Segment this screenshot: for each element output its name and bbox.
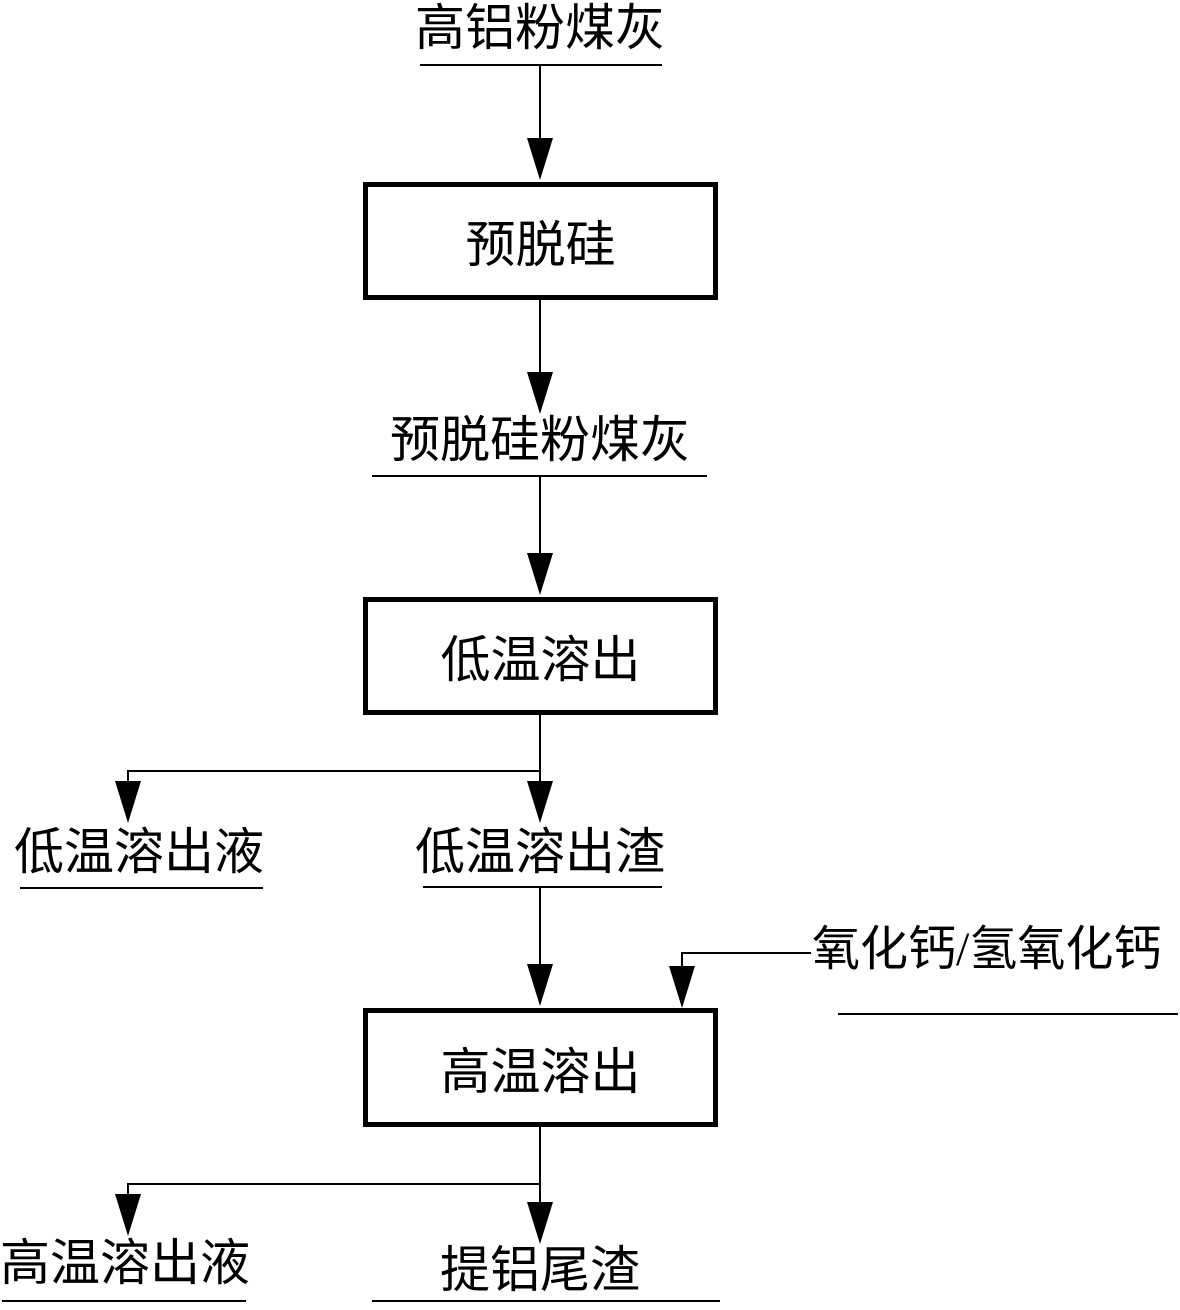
arrow-down-icon: [527, 1202, 553, 1244]
arrow-down-icon: [527, 553, 553, 595]
tailings-underline: [372, 1300, 720, 1302]
low-temp-box: 低温溶出: [363, 597, 718, 715]
connector-lowtemp-down: [539, 715, 541, 785]
additive-label: 氧化钙/氢氧化钙: [812, 923, 1162, 976]
high-temp-liquor-label: 高温溶出液: [0, 1235, 250, 1291]
connector-ash-to-lowtemp: [539, 477, 541, 557]
source-label: 高铝粉煤灰: [415, 0, 665, 56]
high-temp-liquor-underline: [2, 1300, 246, 1302]
arrow-down-icon: [527, 964, 553, 1006]
low-temp-residue-label: 低温溶出渣: [415, 824, 665, 880]
connector-hightemp-left-drop: [127, 1183, 129, 1198]
arrow-down-icon: [527, 781, 553, 823]
predesilicated-ash-underline: [372, 475, 707, 477]
connector-predesilication-to-ash: [539, 300, 541, 376]
connector-source-to-predesilication: [539, 66, 541, 140]
low-temp-liquor-label: 低温溶出液: [14, 824, 264, 880]
connector-additive-drop: [681, 952, 683, 970]
connector-lowtemp-left-drop: [127, 770, 129, 785]
low-temp-residue-underline: [423, 886, 662, 888]
connector-additive-horizontal: [681, 952, 811, 954]
tailings-label: 提铝尾渣: [440, 1242, 640, 1298]
additive-underline: [838, 1013, 1178, 1015]
connector-hightemp-down: [539, 1127, 541, 1207]
predesilication-box-label: 预脱硅: [465, 217, 616, 273]
high-temp-box: 高温溶出: [363, 1008, 718, 1127]
source-underline: [420, 64, 662, 66]
connector-lowtemp-branch: [127, 770, 541, 772]
high-temp-box-label: 高温溶出: [440, 1043, 641, 1100]
low-temp-box-label: 低温溶出: [440, 632, 641, 688]
connector-hightemp-branch: [127, 1183, 541, 1185]
arrow-down-icon: [115, 1194, 141, 1236]
low-temp-liquor-underline: [20, 887, 263, 889]
arrow-down-icon: [527, 372, 553, 414]
connector-residue-to-hightemp: [539, 888, 541, 968]
arrow-down-icon: [527, 138, 553, 180]
predesilicated-ash-label: 预脱硅粉煤灰: [390, 412, 690, 468]
arrow-down-icon: [669, 966, 695, 1008]
predesilication-box: 预脱硅: [363, 182, 718, 300]
arrow-down-icon: [115, 781, 141, 823]
